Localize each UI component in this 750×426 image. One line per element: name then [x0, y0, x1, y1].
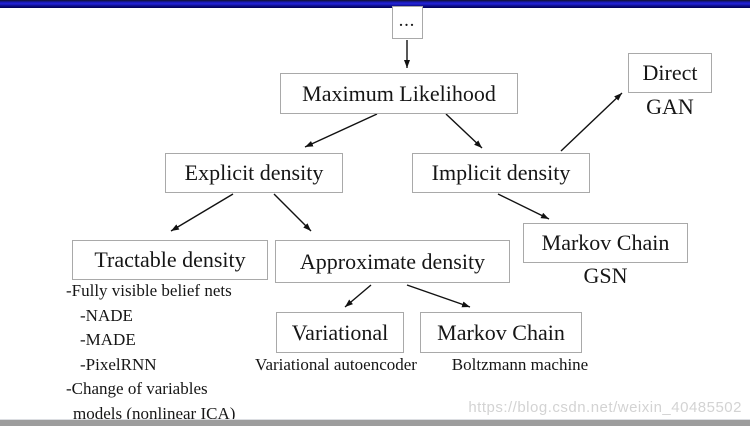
- node-root-label: ...: [399, 14, 416, 30]
- node-explicit-density: Explicit density: [165, 153, 343, 193]
- arrow-implicit-to-markov-gsn: [497, 193, 550, 220]
- list-item: -Fully visible belief nets: [66, 281, 232, 300]
- caption-boltzmann-machine: Boltzmann machine: [451, 355, 589, 374]
- arrow-implicit-to-direct: [560, 92, 623, 152]
- node-markov-chain-gsn: Markov Chain: [523, 223, 688, 263]
- node-maximum-likelihood-label: Maximum Likelihood: [302, 80, 496, 106]
- bottom-gray-bar: [0, 419, 750, 426]
- node-direct: Direct: [628, 53, 712, 93]
- list-item: -Change of variables: [66, 379, 208, 398]
- arrow-explicit-to-tractable: [170, 193, 234, 232]
- arrow-ml-to-explicit: [304, 113, 378, 148]
- arrow-ml-to-implicit: [445, 113, 483, 149]
- node-markov-chain-boltzmann: Markov Chain: [420, 312, 582, 353]
- csdn-watermark: https://blog.csdn.net/weixin_40485502: [468, 399, 742, 416]
- arrow-approx-to-variational: [344, 284, 372, 308]
- list-item: -MADE: [80, 330, 136, 349]
- node-explicit-density-label: Explicit density: [184, 160, 324, 185]
- arrow-explicit-to-approximate: [273, 193, 312, 232]
- node-tractable-density-label: Tractable density: [94, 247, 246, 272]
- node-direct-label: Direct: [642, 60, 698, 85]
- node-variational-label: Variational: [291, 319, 389, 345]
- list-item: -PixelRNN: [80, 354, 157, 374]
- node-root: ...: [392, 6, 423, 39]
- top-blue-bar: [0, 0, 750, 8]
- caption-gan: GAN: [646, 94, 694, 119]
- node-implicit-density: Implicit density: [412, 153, 590, 193]
- list-item: -NADE: [80, 305, 133, 325]
- node-markov-chain-boltzmann-label: Markov Chain: [437, 319, 565, 345]
- node-markov-chain-gsn-label: Markov Chain: [541, 230, 670, 255]
- node-implicit-density-label: Implicit density: [431, 160, 571, 185]
- node-approximate-density: Approximate density: [275, 240, 510, 283]
- tractable-density-list: -Fully visible belief nets -NADE -MADE -…: [66, 279, 235, 426]
- list-item: models (nonlinear ICA): [73, 403, 236, 423]
- node-approximate-density-label: Approximate density: [299, 248, 486, 274]
- caption-gsn: GSN: [583, 263, 628, 288]
- arrow-approx-to-markov2: [406, 284, 471, 308]
- node-variational: Variational: [276, 312, 404, 353]
- node-tractable-density: Tractable density: [72, 240, 268, 280]
- node-maximum-likelihood: Maximum Likelihood: [280, 73, 518, 114]
- caption-variational-autoencoder: Variational autoencoder: [255, 355, 417, 374]
